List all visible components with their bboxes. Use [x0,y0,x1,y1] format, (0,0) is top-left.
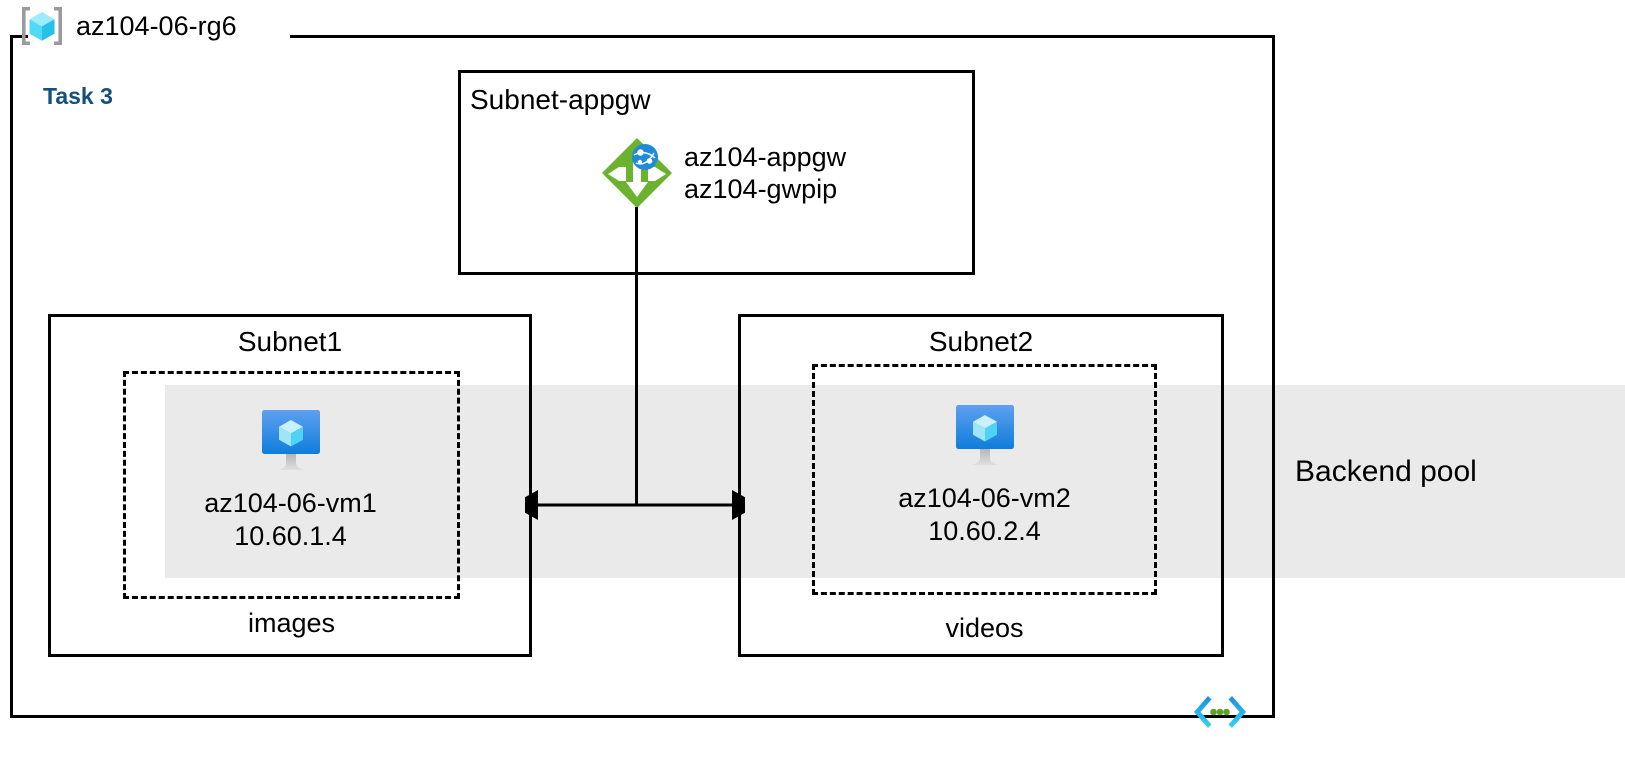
backend-pool-label: Backend pool [1295,455,1477,488]
resource-group-boundary [10,35,1275,718]
code-brackets-icon [1192,693,1248,731]
task-label: Task 3 [43,83,113,109]
vm1-name: az104-06-vm1 [204,488,377,518]
resource-group-name: az104-06-rg6 [76,10,237,41]
resource-group-border-right-run [290,35,1275,38]
vm1-ip-address: 10.60.1.4 [234,520,347,551]
subnet-appgw-title: Subnet-appgw [470,84,651,115]
vm1-node: az104-06-vm1 10.60.1.4 [168,403,413,553]
appgw-vertical-connector [635,207,638,505]
subnet-appgw-box [458,70,975,275]
application-gateway-icon [600,136,674,210]
appgw-resource-name: az104-appgw [684,141,847,172]
subnet1-box [48,314,532,657]
subnet1-title: Subnet1 [237,326,343,357]
vm2-ip-address: 10.60.2.4 [928,515,1041,546]
subnet2-asg-caption: videos [945,613,1024,643]
virtual-machine-icon [253,403,329,475]
subnet2-asg-box [812,364,1157,595]
vm2-node: az104-06-vm2 10.60.2.4 [862,398,1107,548]
virtual-machine-icon [947,398,1023,470]
resource-group-header: az104-06-rg6 [18,3,237,49]
vm2-name: az104-06-vm2 [898,483,1071,513]
application-gateway-node: az104-appgw az104-gwpip [600,136,846,210]
gwpip-resource-name: az104-gwpip [684,174,838,204]
subnet-link-double-arrow [525,490,745,520]
subnet1-asg-caption: images [247,608,336,638]
subnet2-title: Subnet2 [928,326,1034,357]
backend-pool-band [165,385,1625,578]
subnet2-box [738,314,1224,657]
resource-group-cube-icon [18,4,66,48]
subnet1-asg-box [123,371,460,599]
resource-group-border-left-stub [10,35,28,38]
